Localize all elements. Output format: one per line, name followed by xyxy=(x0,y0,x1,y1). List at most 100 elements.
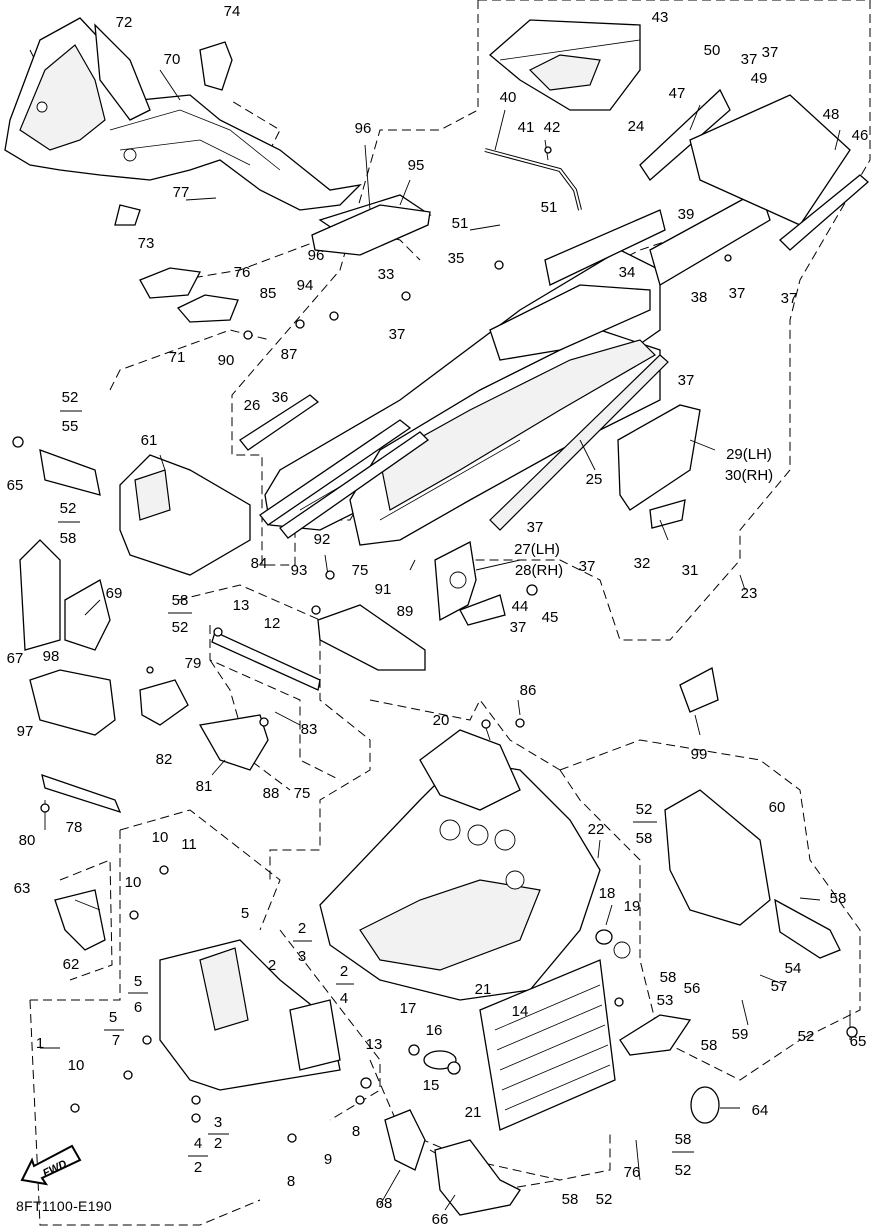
bracket-62 xyxy=(54,889,106,951)
callout-c4b: 4 xyxy=(194,1135,202,1152)
callout-c60: 60 xyxy=(769,799,786,816)
callout-c37b: 37 xyxy=(762,44,779,61)
callout-c3b: 3 xyxy=(214,1114,222,1131)
callout-c98: 98 xyxy=(43,648,60,665)
side-panels xyxy=(19,449,122,814)
fwd-arrow-icon: FWD xyxy=(20,1144,82,1186)
callout-c92: 92 xyxy=(314,531,331,548)
callout-c24: 24 xyxy=(628,118,645,135)
callout-c51a: 51 xyxy=(452,215,469,232)
callout-c2d: 2 xyxy=(214,1135,222,1152)
callout-c76a: 76 xyxy=(234,264,251,281)
callout-c29: 29(LH) xyxy=(726,446,772,463)
callout-c18: 18 xyxy=(599,885,616,902)
callout-c88: 88 xyxy=(263,785,280,802)
callout-c1: 1 xyxy=(36,1035,44,1052)
callout-c42: 42 xyxy=(544,119,561,136)
callout-c2b: 2 xyxy=(298,920,306,937)
callout-c61: 61 xyxy=(141,432,158,449)
callout-c26: 26 xyxy=(244,397,261,414)
pads-71-73 xyxy=(139,267,239,323)
fraction-bars xyxy=(58,410,694,1157)
callout-c75b: 75 xyxy=(294,785,311,802)
callout-c46: 46 xyxy=(852,127,869,144)
callout-c10c: 10 xyxy=(68,1057,85,1074)
callout-c28: 28(RH) xyxy=(515,562,563,579)
callout-c79: 79 xyxy=(185,655,202,672)
callout-c58g: 58 xyxy=(675,1131,692,1148)
callout-c83: 83 xyxy=(301,721,318,738)
callout-c47: 47 xyxy=(669,85,686,102)
callout-c37a: 37 xyxy=(741,51,758,68)
callout-c37g: 37 xyxy=(527,519,544,536)
callout-c58e: 58 xyxy=(660,969,677,986)
callout-c54: 54 xyxy=(785,960,802,977)
callout-c37i: 37 xyxy=(510,619,527,636)
callout-c73: 73 xyxy=(138,235,155,252)
callout-c20: 20 xyxy=(433,712,450,729)
callout-c52d: 52 xyxy=(636,801,653,818)
callout-c19: 19 xyxy=(624,898,641,915)
callout-c45: 45 xyxy=(542,609,559,626)
callout-c22: 22 xyxy=(588,821,605,838)
bracket-27-28 xyxy=(434,541,506,626)
callout-c8a: 8 xyxy=(352,1123,360,1140)
front-hood-frame xyxy=(4,17,362,226)
callout-c15: 15 xyxy=(423,1077,440,1094)
side-rails-38-39 xyxy=(544,88,869,286)
callout-c90: 90 xyxy=(218,352,235,369)
callout-c13a: 13 xyxy=(233,597,250,614)
callout-c43: 43 xyxy=(652,9,669,26)
callout-c63: 63 xyxy=(14,880,31,897)
callout-c80: 80 xyxy=(19,832,36,849)
panel-60 xyxy=(664,789,771,926)
front-suspension-frame xyxy=(319,729,601,1001)
callout-c52c: 52 xyxy=(172,619,189,636)
callout-c93: 93 xyxy=(291,562,308,579)
callout-c84: 84 xyxy=(251,555,268,572)
callout-c30: 30(RH) xyxy=(725,467,773,484)
lower-covers-66-68 xyxy=(384,1109,521,1216)
callout-c37f: 37 xyxy=(678,372,695,389)
fastener-markers xyxy=(12,146,858,1143)
callout-c41: 41 xyxy=(518,119,535,136)
tray-91 xyxy=(317,604,426,671)
callout-c69: 69 xyxy=(106,585,123,602)
callout-c59: 59 xyxy=(732,1026,749,1043)
callout-c62: 62 xyxy=(63,956,80,973)
callout-c2c: 2 xyxy=(340,963,348,980)
callout-c91: 91 xyxy=(375,581,392,598)
support-61 xyxy=(119,454,251,576)
callout-c96a: 96 xyxy=(355,120,372,137)
callout-c7: 7 xyxy=(112,1032,120,1049)
callout-c4a: 4 xyxy=(340,990,348,1007)
callout-c58f: 58 xyxy=(701,1037,718,1054)
callout-c52g: 52 xyxy=(596,1191,613,1208)
callout-c5a: 5 xyxy=(241,905,249,922)
callout-c21b: 21 xyxy=(465,1104,482,1121)
callout-c52e: 52 xyxy=(798,1028,815,1045)
callout-c36: 36 xyxy=(272,389,289,406)
callout-c13b: 13 xyxy=(366,1036,383,1053)
brace-56 xyxy=(619,1014,692,1056)
callout-c55: 55 xyxy=(62,418,79,435)
callout-c23: 23 xyxy=(741,585,758,602)
callout-c94: 94 xyxy=(297,277,314,294)
callout-c10a: 10 xyxy=(152,829,169,846)
callout-c44: 44 xyxy=(512,598,529,615)
callout-c9: 9 xyxy=(324,1151,332,1168)
callout-c37e: 37 xyxy=(389,326,406,343)
callout-c71: 71 xyxy=(169,349,186,366)
callout-c3a: 3 xyxy=(298,948,306,965)
callout-c72: 72 xyxy=(116,14,133,31)
callout-c25: 25 xyxy=(586,471,603,488)
mount-64 xyxy=(690,1086,720,1124)
callout-c86: 86 xyxy=(520,682,537,699)
callout-c96b: 96 xyxy=(308,247,325,264)
callout-c58a: 58 xyxy=(60,530,77,547)
callout-labels: 1222223344555678891010101112131314151617… xyxy=(7,3,869,1227)
bracket-54 xyxy=(774,898,841,959)
callout-c5b: 5 xyxy=(134,973,142,990)
callout-c8b: 8 xyxy=(287,1173,295,1190)
callout-c57: 57 xyxy=(771,978,788,995)
